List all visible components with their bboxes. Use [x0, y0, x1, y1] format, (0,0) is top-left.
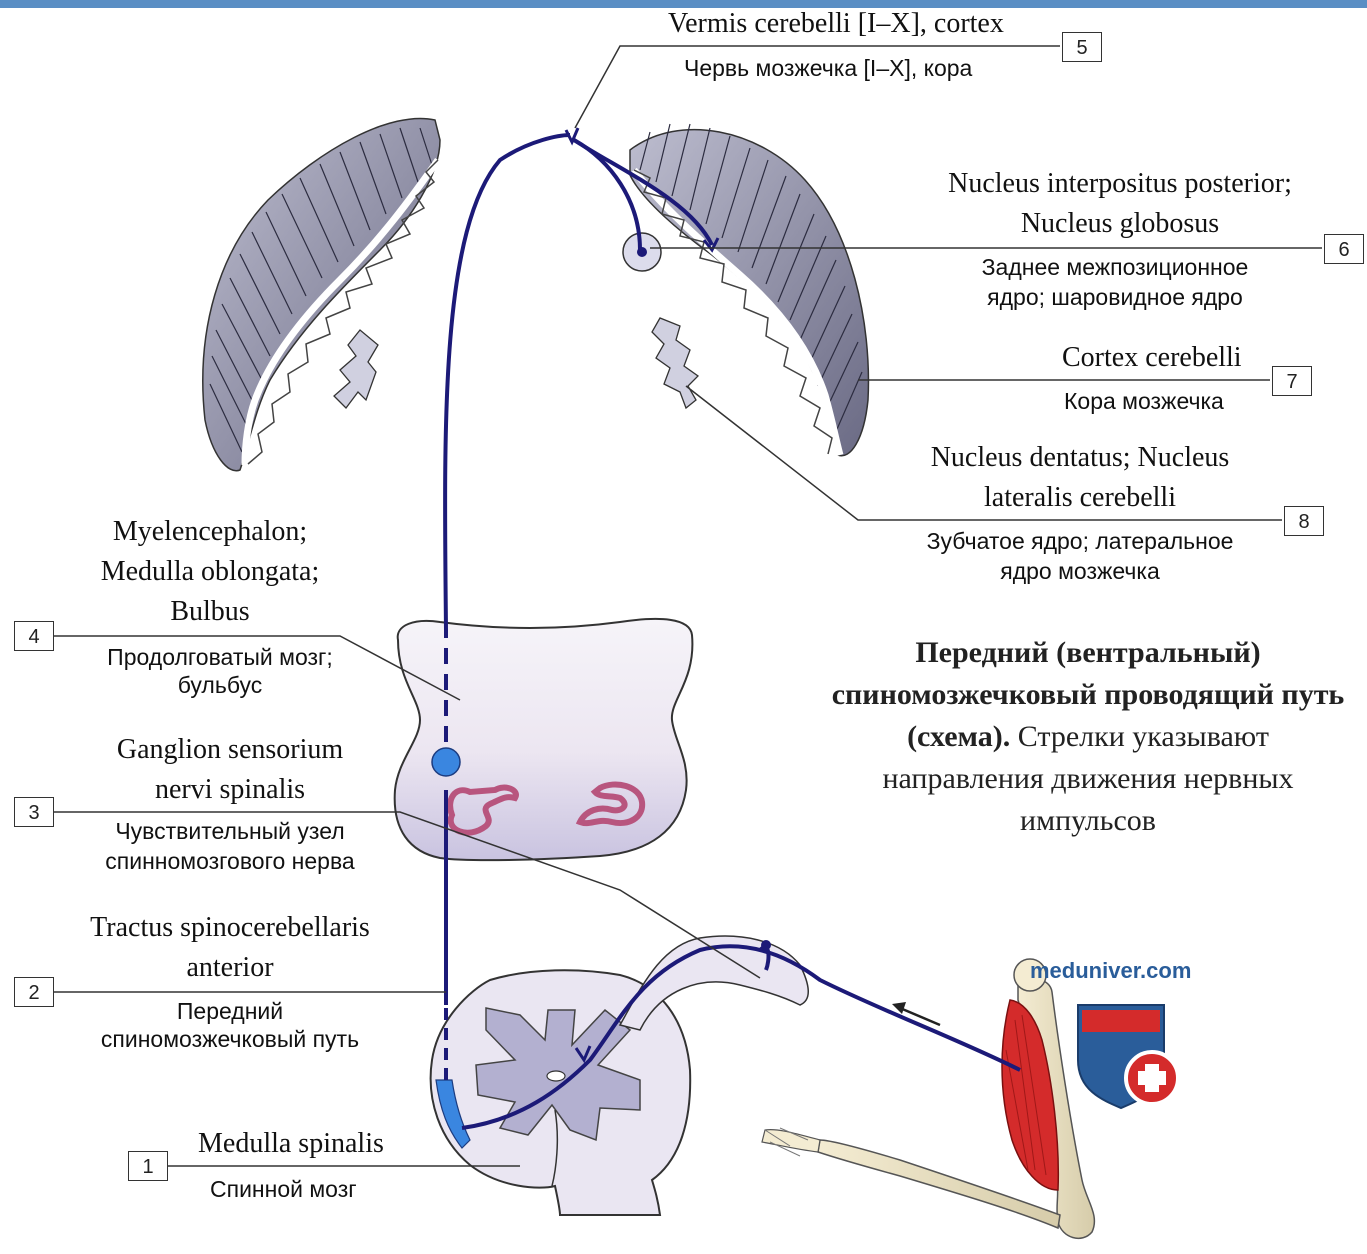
label-number-5: 5 [1062, 32, 1102, 62]
globosus-nucleus-dot [637, 247, 647, 257]
interpositus-latin-label-1: Nucleus interpositus posterior; [920, 164, 1320, 204]
label-number-6: 6 [1324, 234, 1364, 264]
tractus-russian-label-2: спиномозжечковый путь [60, 1024, 400, 1054]
medulla-latin-label-2: Medulla oblongata; [60, 552, 360, 592]
label-number-2: 2 [14, 977, 54, 1007]
figure-caption: Передний (вентральный) спиномозжечковый … [828, 632, 1348, 842]
vermis-russian-label: Червь мозжечка [I–X], кора [684, 53, 972, 83]
medulla-latin-label-3: Bulbus [60, 592, 360, 632]
medulla-russian-label-2: бульбус [60, 670, 380, 700]
medulla-latin-label-1: Myelencephalon; [60, 512, 360, 552]
meduniver-logo [1078, 1005, 1178, 1108]
medulla-spinalis-russian-label: Спинной мозг [210, 1174, 357, 1204]
dentatus-latin-label-2: lateralis cerebelli [880, 478, 1280, 518]
label-number-4: 4 [14, 621, 54, 651]
interpositus-russian-label-1: Заднее межпозиционное [940, 252, 1290, 282]
interpositus-russian-label-2: ядро; шаровидное ядро [940, 282, 1290, 312]
cortex-latin-label: Cortex cerebelli [1062, 338, 1242, 378]
interpositus-latin-label-2: Nucleus globosus [920, 204, 1320, 244]
dentatus-russian-label-2: ядро мозжечка [880, 556, 1280, 586]
dentatus-latin-label-1: Nucleus dentatus; Nucleus [880, 438, 1280, 478]
cortex-russian-label: Кора мозжечка [1064, 386, 1224, 416]
cerebellum-right-hemisphere [623, 124, 868, 456]
ganglion-russian-label-1: Чувствительный узел [60, 816, 400, 846]
arm-illustration [762, 959, 1094, 1238]
ganglion-marker [432, 748, 460, 776]
tractus-latin-label-2: anterior [60, 948, 400, 988]
dentatus-russian-label-1: Зубчатое ядро; латеральное [880, 526, 1280, 556]
ganglion-latin-label-2: nervi spinalis [70, 770, 390, 810]
medulla-russian-label-1: Продолговатый мозг; [60, 642, 380, 672]
cerebellum-left-hemisphere [203, 118, 440, 470]
medulla-spinalis-latin-label: Medulla spinalis [198, 1124, 384, 1164]
tractus-russian-label-1: Передний [60, 996, 400, 1026]
label-number-3: 3 [14, 797, 54, 827]
spinal-ganglion-dot [761, 940, 771, 950]
medulla-oblongata-shape [395, 619, 693, 860]
ganglion-latin-label-1: Ganglion sensorium [70, 730, 390, 770]
label-number-1: 1 [128, 1151, 168, 1181]
ganglion-russian-label-2: спинномозгового нерва [60, 846, 400, 876]
label-number-7: 7 [1272, 366, 1312, 396]
tractus-latin-label-1: Tractus spinocerebellaris [60, 908, 400, 948]
label-number-8: 8 [1284, 506, 1324, 536]
vermis-latin-label: Vermis cerebelli [I–X], cortex [668, 4, 1004, 44]
watermark-text: meduniver.com [1030, 958, 1191, 984]
